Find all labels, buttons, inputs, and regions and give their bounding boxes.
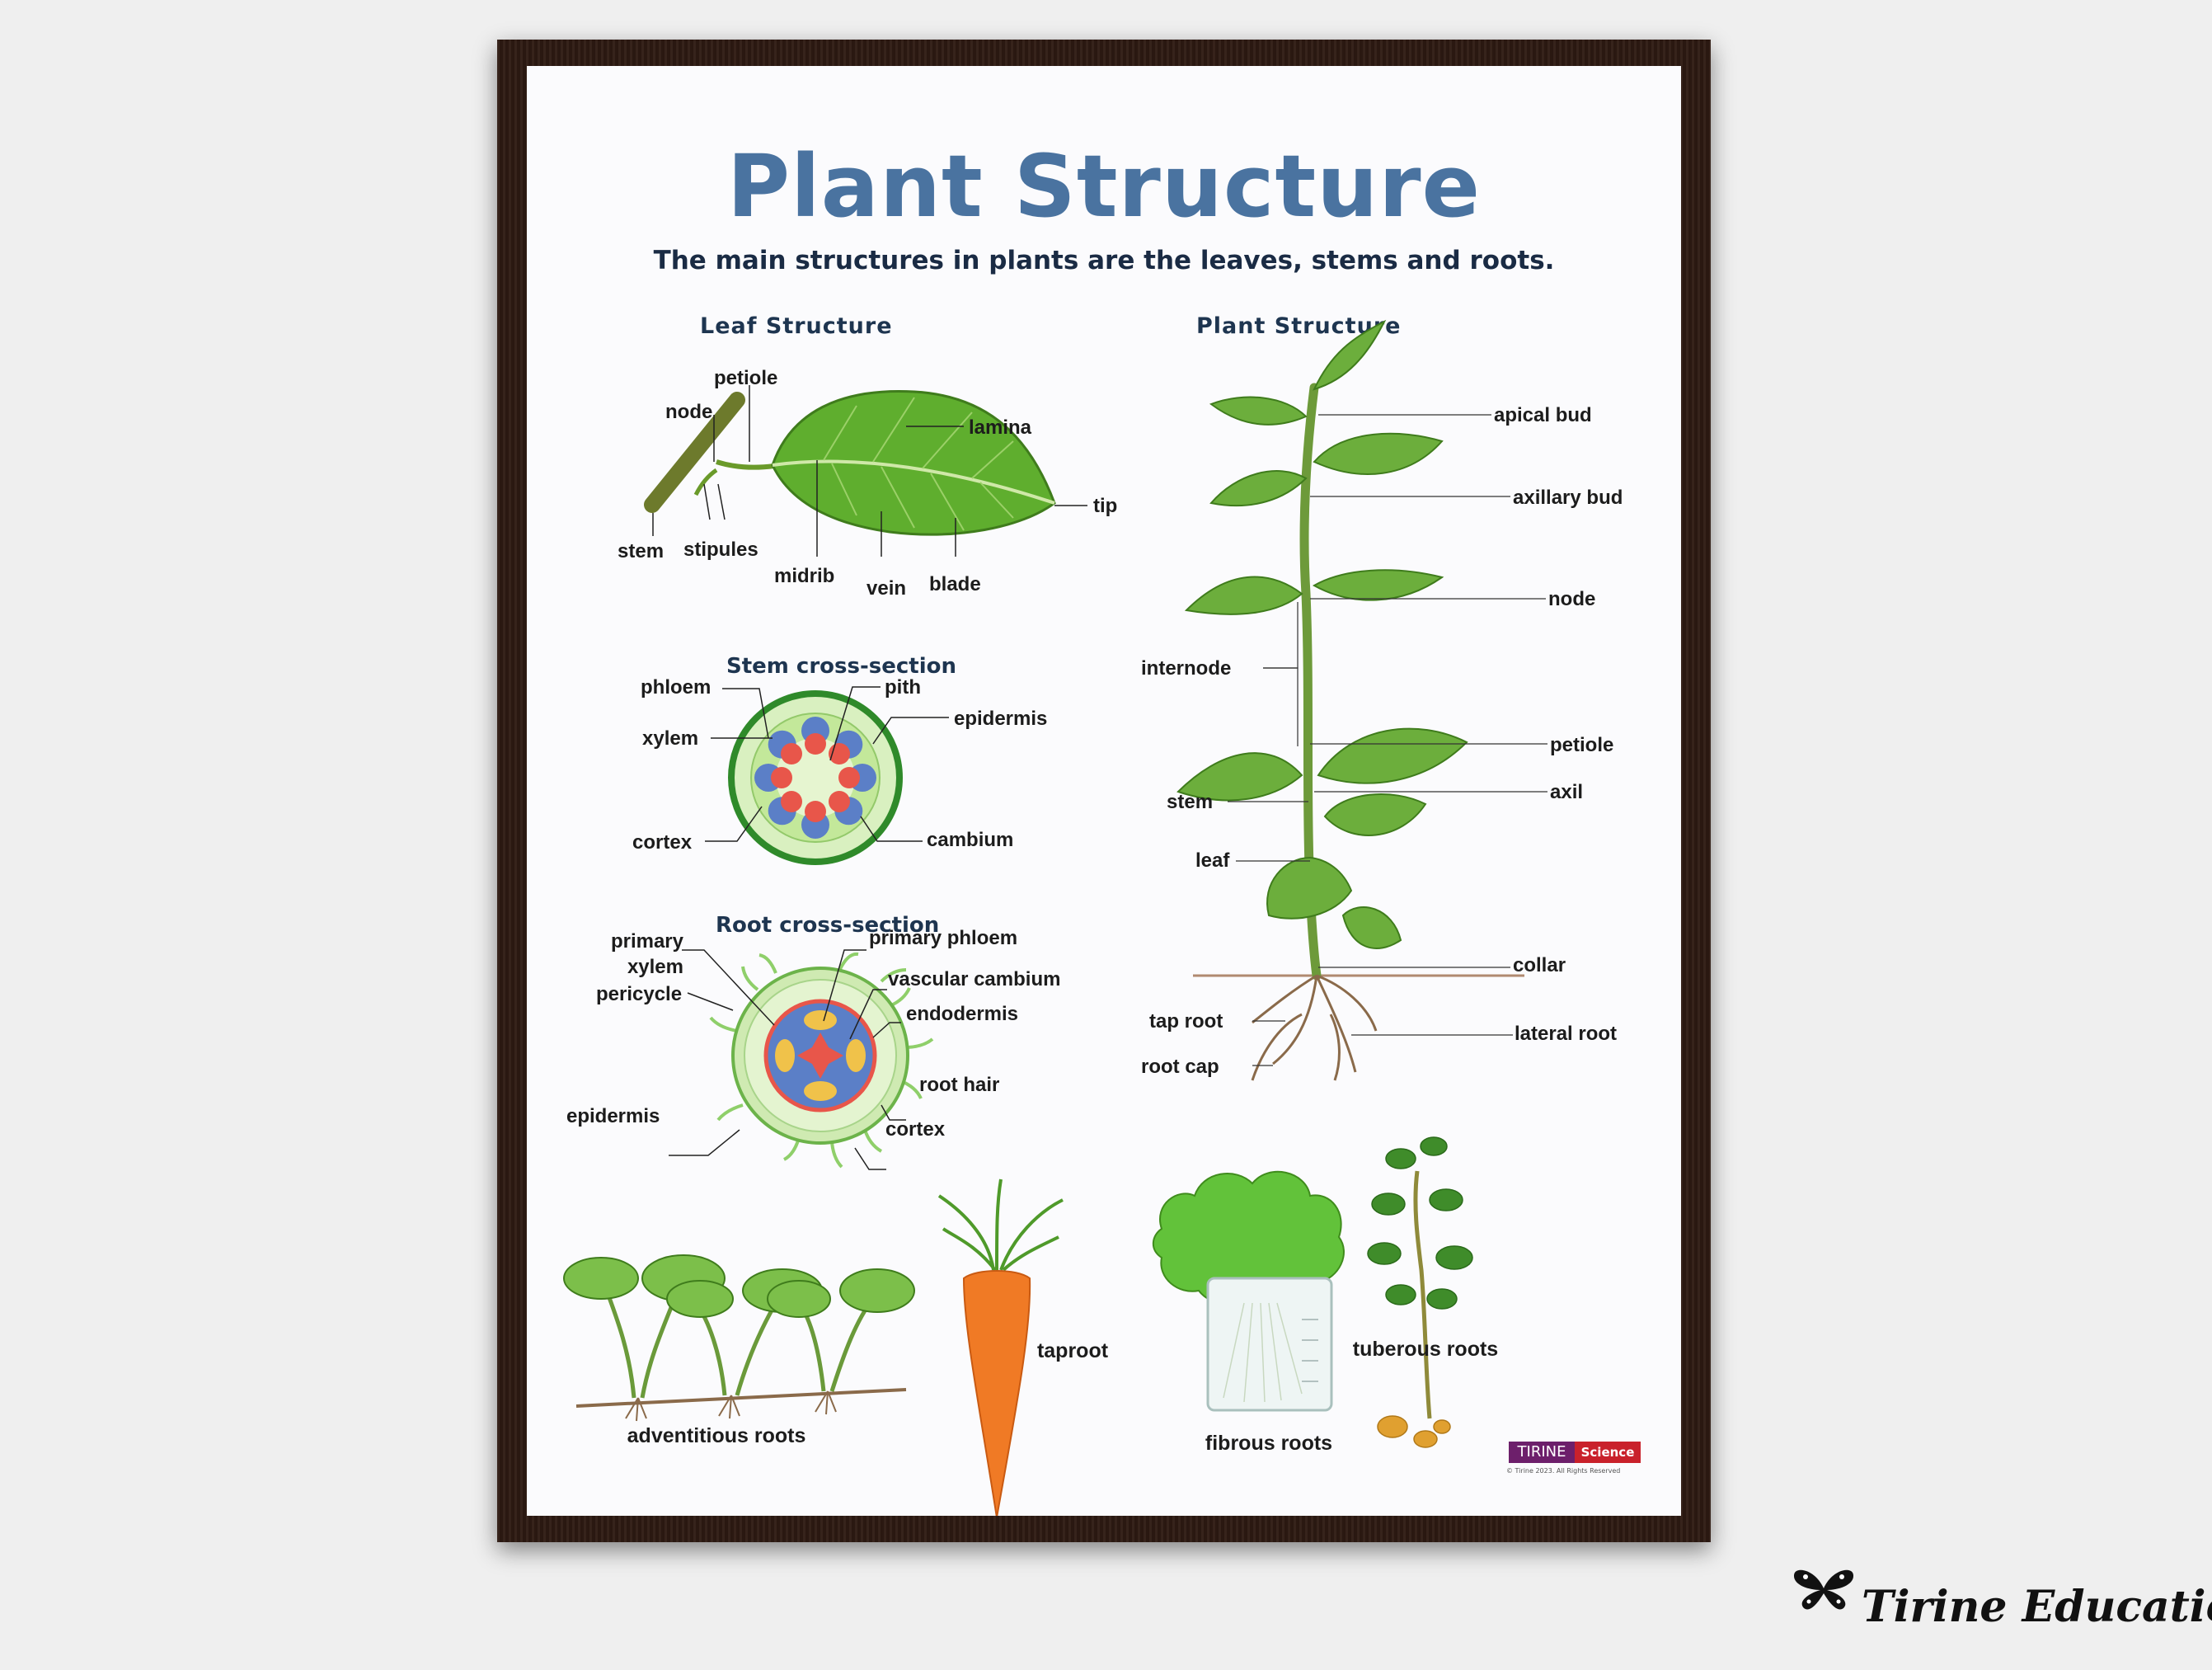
poster-title: Plant Structure <box>726 136 1482 237</box>
stem-label-cambium: cambium <box>927 829 1014 851</box>
leaf-label-tip: tip <box>1093 495 1118 517</box>
root-label-cortex: cortex <box>885 1118 946 1141</box>
root-type-tuberous-label: tuberous roots <box>1352 1338 1499 1361</box>
root-label-endodermis: endodermis <box>906 1003 1019 1025</box>
leaf-midrib <box>772 459 1055 505</box>
plant-label-leaf: leaf <box>1195 849 1230 872</box>
plant-label-lateral-root: lateral root <box>1515 1023 1618 1045</box>
stem-label-epidermis: epidermis <box>954 708 1048 730</box>
root-phloem <box>775 1010 866 1101</box>
plant-label-axillary-bud: axillary bud <box>1513 487 1623 509</box>
root-hairs <box>709 952 934 1169</box>
stem-leader-lines <box>705 686 949 842</box>
root-leader-lines <box>669 949 906 1170</box>
plant-label-apical-bud: apical bud <box>1494 404 1592 426</box>
leaf-label-stipules: stipules <box>683 539 758 561</box>
plant-label-axil: axil <box>1550 781 1584 803</box>
plant-label-collar: collar <box>1513 954 1566 976</box>
leaf-label-vein: vein <box>866 577 907 600</box>
root-label-primary-xylem: primary xylem <box>610 930 683 978</box>
leaf-label-node: node <box>665 401 713 423</box>
leaf-leader-lines <box>652 385 1087 557</box>
stem-cross-section-diagram <box>705 686 949 865</box>
root-type-taproot-label: taproot <box>1036 1339 1109 1362</box>
plant-roots <box>1251 974 1378 1081</box>
stem-cross-section-heading: Stem cross-section <box>726 654 957 679</box>
root-label-vascular-cambium: vascular cambium <box>888 968 1061 990</box>
root-label-epidermis: epidermis <box>566 1105 660 1127</box>
leaf-petiole <box>716 459 775 470</box>
watermark-brand: Tirine Education <box>1862 1582 2212 1632</box>
plant-label-stem: stem <box>1167 791 1214 813</box>
plant-label-tap-root: tap root <box>1149 1010 1223 1033</box>
poster-frame: Plant Structure The main structures in p… <box>497 40 1711 1542</box>
poster-subtitle: The main structures in plants are the le… <box>653 246 1555 275</box>
root-cross-section-diagram <box>669 949 934 1170</box>
root-label-pericycle: pericycle <box>596 983 683 1005</box>
logo-right: Science <box>1575 1442 1641 1463</box>
adventitious-roots-plant <box>563 1254 915 1422</box>
main-stem <box>1299 383 1322 981</box>
potato-tuberous-roots <box>1367 1136 1473 1448</box>
root-types-illustrations <box>563 1136 1473 1516</box>
leaf-label-stem: stem <box>618 540 665 562</box>
butterfly-icon <box>1793 1569 1854 1610</box>
root-label-primary-phloem: primary phloem <box>869 927 1018 949</box>
stem-label-xylem: xylem <box>642 727 699 750</box>
plant-label-node: node <box>1548 588 1596 610</box>
plant-label-root-cap: root cap <box>1141 1056 1219 1078</box>
leaf-label-blade: blade <box>929 573 981 595</box>
root-label-root-hair: root hair <box>919 1074 1000 1096</box>
root-xylem <box>797 1033 843 1079</box>
leaf-label-petiole: petiole <box>714 367 778 389</box>
leaf-label-lamina: lamina <box>969 416 1032 439</box>
copyright-notice: © Tirine 2023. All Rights Reserved <box>1506 1467 1621 1475</box>
plant-label-internode: internode <box>1141 657 1232 680</box>
plant-leaves <box>1176 319 1468 949</box>
carrot-taproot <box>937 1178 1064 1516</box>
stem-label-phloem: phloem <box>641 676 712 699</box>
leaf-label-midrib: midrib <box>774 565 835 587</box>
twig-stem <box>644 392 745 513</box>
plant-leader-lines <box>1228 414 1547 1066</box>
plant-diagram <box>1176 319 1547 1081</box>
root-type-adventitious-label: adventitious roots <box>627 1424 806 1447</box>
stem-label-pith: pith <box>885 676 921 699</box>
leaf-veins <box>823 397 1014 531</box>
stem-label-cortex: cortex <box>632 831 693 854</box>
poster: Plant Structure The main structures in p… <box>527 66 1681 1516</box>
leaf-diagram <box>644 385 1087 557</box>
plant-label-petiole: petiole <box>1550 734 1614 756</box>
leaf-structure-heading: Leaf Structure <box>700 313 893 339</box>
root-type-fibrous-label: fibrous roots <box>1205 1432 1333 1455</box>
publisher-logo: TIRINE Science <box>1509 1442 1641 1463</box>
logo-left: TIRINE <box>1509 1442 1575 1463</box>
root-cross-section-heading: Root cross-section <box>716 913 940 938</box>
lettuce-fibrous-roots <box>1152 1170 1345 1412</box>
